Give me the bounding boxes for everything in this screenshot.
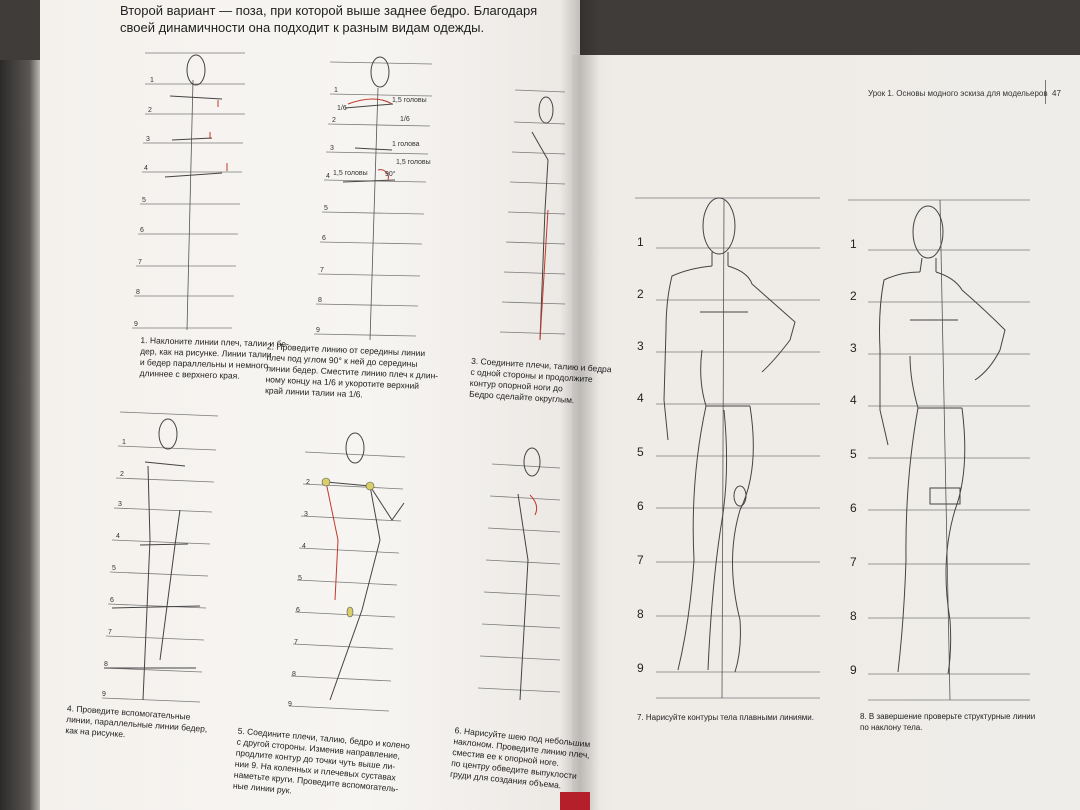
figure-step-8: 1 2 3 4 5 6 7 8 9 [848, 199, 1030, 701]
intro-text: Второй вариант — поза, при которой выше … [120, 2, 540, 36]
grid-label: 1 [334, 87, 338, 94]
bookmark-ribbon [560, 792, 590, 810]
caption-line: 7. Нарисуйте контуры тела плавными линия… [637, 713, 814, 722]
grid-label: 1 [122, 439, 126, 446]
grid-label: 8 [104, 661, 108, 668]
grid-label: 9 [850, 663, 857, 677]
caption-step-8: 8. В завершение проверьте структурные ли… [860, 711, 1035, 733]
grid-label: 7 [108, 629, 112, 636]
grid-label: 9 [102, 691, 106, 698]
annotation: 1,5 головы [392, 97, 427, 104]
page-number: 47 [1052, 89, 1061, 98]
grid-label: 2 [306, 479, 310, 486]
grid-label: 8 [136, 289, 140, 296]
right-page [572, 55, 1080, 810]
grid-label: 3 [304, 511, 308, 518]
grid-label: 2 [850, 289, 857, 303]
grid-label: 6 [140, 227, 144, 234]
left-page [40, 0, 580, 810]
intro-line: Второй вариант — поза, при которой выше … [120, 3, 538, 18]
grid-label: 6 [850, 501, 857, 515]
grid-label: 5 [850, 447, 857, 461]
caption-line: 8. В завершение проверьте структурные ли… [860, 712, 1036, 721]
grid-label: 5 [324, 205, 328, 212]
grid-label: 2 [120, 471, 124, 478]
grid-label: 6 [296, 607, 300, 614]
running-header: Урок 1. Основы модного эскиза для модель… [868, 89, 1048, 98]
grid-label: 1 [150, 77, 154, 84]
grid-label: 9 [288, 701, 292, 708]
grid-label: 4 [144, 165, 148, 172]
grid-label: 8 [318, 297, 322, 304]
annotation: 90° [385, 170, 396, 178]
grid-label: 9 [134, 321, 138, 328]
caption-step-2: 2. Проведите линию от середины линии пле… [265, 341, 439, 403]
grid-label: 3 [118, 501, 122, 508]
grid-label: 7 [637, 553, 644, 567]
annotation: 1/6 [400, 116, 410, 123]
book-cover-edge [0, 60, 42, 810]
grid-label: 4 [302, 543, 306, 550]
grid-label: 2 [332, 117, 336, 124]
grid-label: 8 [637, 607, 644, 621]
header-divider [1045, 80, 1046, 104]
figure-step-1: 1 2 3 4 5 6 7 8 9 [132, 52, 245, 331]
figure-step-4: 1 2 3 4 5 6 7 8 9 [101, 411, 219, 703]
figure-step-7: 1 2 3 4 5 6 7 8 9 [635, 197, 820, 699]
grid-label: 3 [330, 145, 334, 152]
figure-step-3 [499, 89, 566, 341]
grid-label: 9 [316, 327, 320, 334]
grid-label: 2 [637, 287, 644, 301]
intro-line: своей динамичности она подходит к разным… [120, 20, 485, 35]
grid-label: 8 [292, 671, 296, 678]
annotation: 1,5 головы [333, 170, 368, 177]
book-spine [560, 0, 600, 810]
grid-label: 5 [112, 565, 116, 572]
grid-label: 1 [637, 235, 644, 249]
grid-label: 5 [637, 445, 644, 459]
grid-label: 3 [850, 341, 857, 355]
figure-step-6 [477, 447, 561, 701]
grid-label: 1 [850, 237, 857, 251]
grid-label: 6 [110, 597, 114, 604]
grid-label: 3 [637, 339, 644, 353]
grid-label: 4 [637, 391, 644, 405]
grid-label: 4 [116, 533, 120, 540]
figure-step-5: 2 3 4 5 6 7 8 9 [288, 432, 406, 712]
caption-line: по наклону тела. [860, 723, 923, 732]
caption-step-7: 7. Нарисуйте контуры тела плавными линия… [637, 712, 814, 723]
figure-step-2: 1,5 головы 1/6 1/6 1 голова 1,5 головы 1… [313, 56, 433, 341]
annotation: 1,5 головы [396, 159, 431, 166]
annotation: 1 голова [392, 141, 420, 148]
grid-label: 3 [146, 136, 150, 143]
grid-label: 6 [322, 235, 326, 242]
grid-label: 5 [142, 197, 146, 204]
grid-label: 5 [298, 575, 302, 582]
grid-label: 7 [138, 259, 142, 266]
grid-label: 2 [148, 107, 152, 114]
grid-label: 7 [294, 639, 298, 646]
annotation: 1/6 [337, 105, 347, 112]
grid-label: 4 [326, 173, 330, 180]
grid-label: 7 [850, 555, 857, 569]
grid-label: 8 [850, 609, 857, 623]
grid-label: 7 [320, 267, 324, 274]
grid-label: 4 [850, 393, 857, 407]
grid-label: 6 [637, 499, 644, 513]
grid-label: 9 [637, 661, 644, 675]
